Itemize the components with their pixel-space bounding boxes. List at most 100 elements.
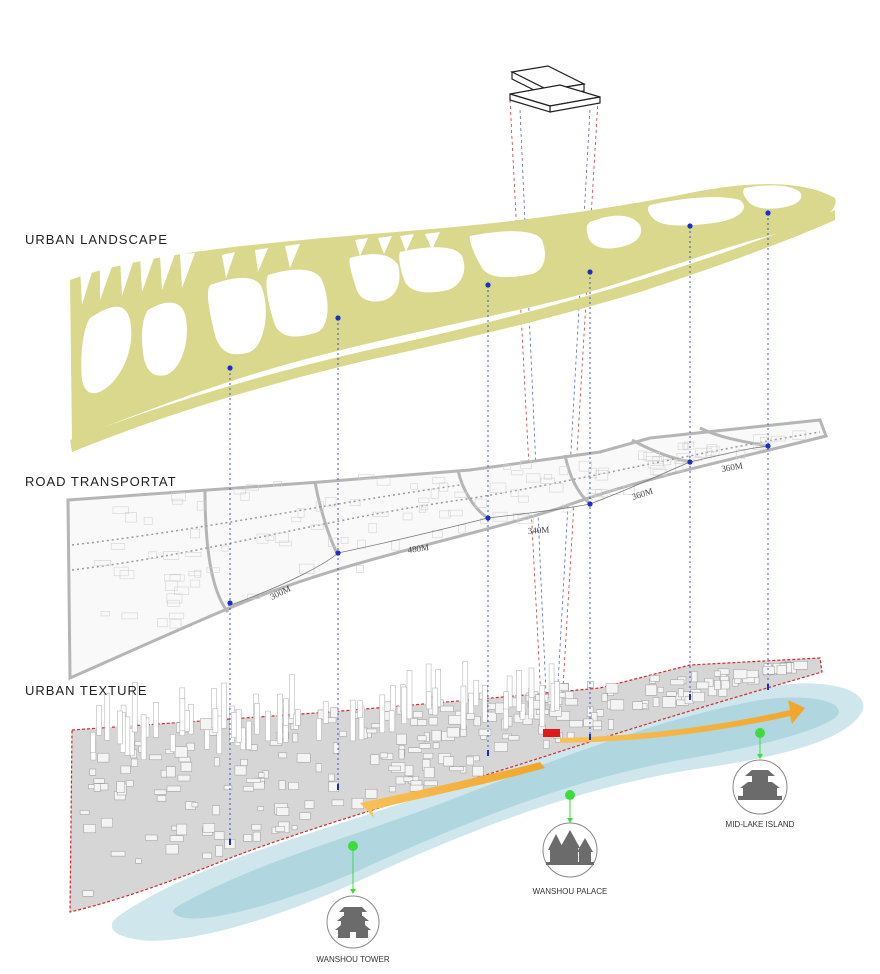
building [251,824,262,831]
road-block [275,532,289,543]
pagoda-icon [335,907,371,938]
alignment-dot [765,443,771,449]
building [165,844,179,855]
road-block [265,535,275,541]
building [466,756,474,766]
road-block [503,464,511,470]
tower [426,691,432,710]
building [586,706,594,717]
road-block [121,612,138,620]
road-block [578,460,592,472]
building [657,686,664,693]
road-block [113,566,129,577]
road-block [587,467,598,479]
road-block [245,484,259,491]
building [609,699,625,711]
road-block [648,460,664,469]
building [97,752,110,763]
building [443,756,455,767]
building [134,741,142,747]
road-block [492,511,508,522]
road-block [682,443,690,450]
building [691,671,698,683]
building [135,858,142,864]
road-block [677,442,688,451]
distance-label-3: 340M [527,525,549,536]
road-block [652,455,664,465]
alignment-dot [227,365,233,371]
building [330,707,339,718]
building [125,780,134,787]
tower [221,682,227,729]
building [89,768,97,776]
road-block [169,619,182,629]
building [288,782,299,790]
tower [283,698,289,726]
building [417,735,427,742]
building [410,780,423,786]
tower [289,674,295,719]
building [652,697,660,707]
road-block [518,495,529,503]
road-block [548,483,564,493]
temple-icon [546,830,594,865]
building [473,716,481,727]
building [466,713,475,720]
building [569,720,583,728]
tower [153,702,159,738]
building [246,778,261,783]
distance-label-5: 360M [721,460,744,474]
road-block [675,460,684,472]
building [166,785,181,792]
tower [554,681,560,711]
building [645,684,658,696]
road-block [540,477,556,484]
building [296,753,311,763]
tower [316,718,322,741]
building [365,789,378,799]
building [100,817,113,828]
building [252,831,261,842]
road-block [695,447,712,458]
building [174,746,188,758]
road-block [163,550,180,560]
building [257,806,264,811]
road-block [410,483,418,490]
building [408,747,422,753]
road-block [324,497,337,507]
road-block [168,612,185,620]
building [93,778,105,784]
tower [503,691,509,710]
building [83,824,96,834]
building [605,683,619,694]
building [82,890,94,897]
building [215,845,223,857]
road-block [591,495,604,501]
building-block-icon [509,65,601,113]
tower [388,710,395,733]
road-block [421,504,428,511]
layer-label-texture: URBAN TEXTURE [25,683,148,698]
building [258,772,265,778]
tower [96,704,102,736]
road-block [169,574,185,582]
road-block [185,551,202,557]
distance-label-2: 480M [407,542,430,555]
landmark-wanshou-palace: WANSHOU PALACE [533,790,607,896]
building [213,757,220,767]
building [191,802,199,808]
building [396,733,407,745]
tower [277,693,283,744]
road-block [736,449,746,459]
tower [117,710,123,745]
building [212,805,220,816]
building [632,701,643,710]
road-block [291,517,302,523]
alignment-tick [689,694,691,700]
building [696,681,710,690]
tower [473,679,480,706]
road-block [510,489,519,497]
road-block [448,509,463,517]
building [278,752,287,759]
building [156,795,167,802]
